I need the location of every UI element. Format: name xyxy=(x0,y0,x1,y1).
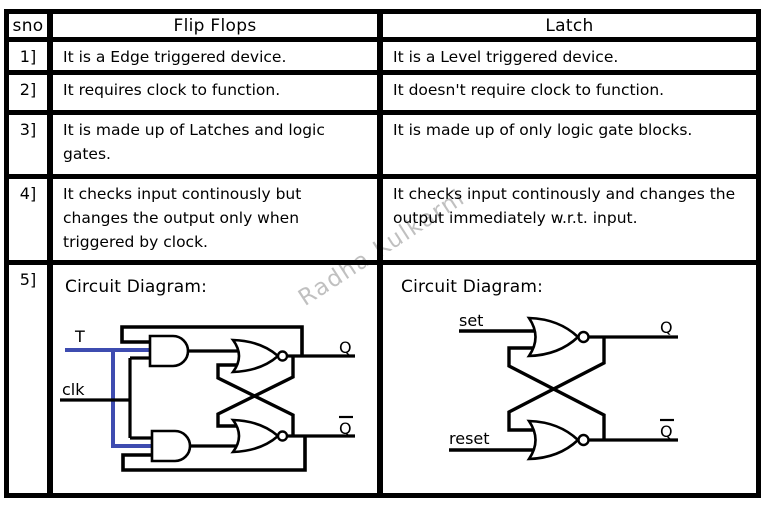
comparison-table: sno Flip Flops Latch 1] It is a Edge tri… xyxy=(4,9,761,498)
flip-flop-diagram-title: Circuit Diagram: xyxy=(65,277,208,297)
row-1-latch-text: It is a Level triggered device. xyxy=(383,42,756,75)
latch-diagram-title: Circuit Diagram: xyxy=(401,277,544,297)
inversion-bubble-top xyxy=(577,330,590,344)
clk-input-label: clk xyxy=(62,380,85,399)
and-output-wires xyxy=(186,349,243,448)
reset-input-label: reset xyxy=(449,429,490,448)
row-1-flip-flops-text: It is a Edge triggered device. xyxy=(53,42,383,75)
q-bar-output-label: Q xyxy=(339,419,352,438)
cross-coupling-wire-bottom-to-top xyxy=(216,363,295,436)
row-2-latch-text: It doesn't require clock to function. xyxy=(383,75,756,115)
row-2-sno: 2] xyxy=(9,75,53,115)
header-cell-flip-flops: Flip Flops xyxy=(53,14,383,42)
nor-gate-bottom xyxy=(526,419,580,461)
q-output-label: Q xyxy=(660,318,673,337)
row-1-sno: 1] xyxy=(9,42,53,75)
sr-latch-circuit: set reset Q Q xyxy=(449,311,678,461)
feedback-wire-top xyxy=(120,325,304,356)
t-input-wire xyxy=(65,348,156,448)
row-3-latch-text: It is made up of only logic gate blocks. xyxy=(383,115,756,179)
and-gate-top xyxy=(148,334,190,368)
cross-coupling-wire-top-to-bottom xyxy=(507,337,606,432)
nor-gate-bottom xyxy=(230,418,280,454)
header-cell-latch: Latch xyxy=(383,14,756,42)
row-4-sno: 4] xyxy=(9,179,53,265)
t-flip-flop-circuit: T clk Q Q xyxy=(60,325,355,472)
cross-coupling-wire-bottom-to-top xyxy=(507,346,606,440)
row-4-latch-text: It checks input continously and changes … xyxy=(383,179,756,265)
set-input-label: set xyxy=(459,311,483,330)
row-2-flip-flops-text: It requires clock to function. xyxy=(53,75,383,115)
nor-gate-top xyxy=(526,316,580,358)
nor-gate-top xyxy=(230,338,280,374)
q-bar-output-label: Q xyxy=(660,422,673,441)
row-4-flip-flops-text: It checks input continously but changes … xyxy=(53,179,383,265)
row-3-flip-flops-text: It is made up of Latches and logic gates… xyxy=(53,115,383,179)
t-input-label: T xyxy=(74,327,85,346)
header-cell-sno: sno xyxy=(9,14,53,42)
flip-flop-diagram-cell: Circuit Diagram: xyxy=(53,265,383,493)
clk-wire xyxy=(60,356,156,440)
inversion-bubble-bottom xyxy=(577,433,590,447)
q-output-label: Q xyxy=(339,338,352,357)
inversion-bubble-top xyxy=(276,350,289,362)
row-5-sno: 5] xyxy=(9,265,53,493)
feedback-wire-bottom xyxy=(121,436,307,472)
cross-coupling-wire-top-to-bottom xyxy=(216,356,295,428)
row-3-sno: 3] xyxy=(9,115,53,179)
latch-diagram-cell: Circuit Diagram: set reset Q xyxy=(383,265,756,493)
and-gate-bottom xyxy=(150,429,192,463)
inversion-bubble-bottom xyxy=(276,430,289,442)
